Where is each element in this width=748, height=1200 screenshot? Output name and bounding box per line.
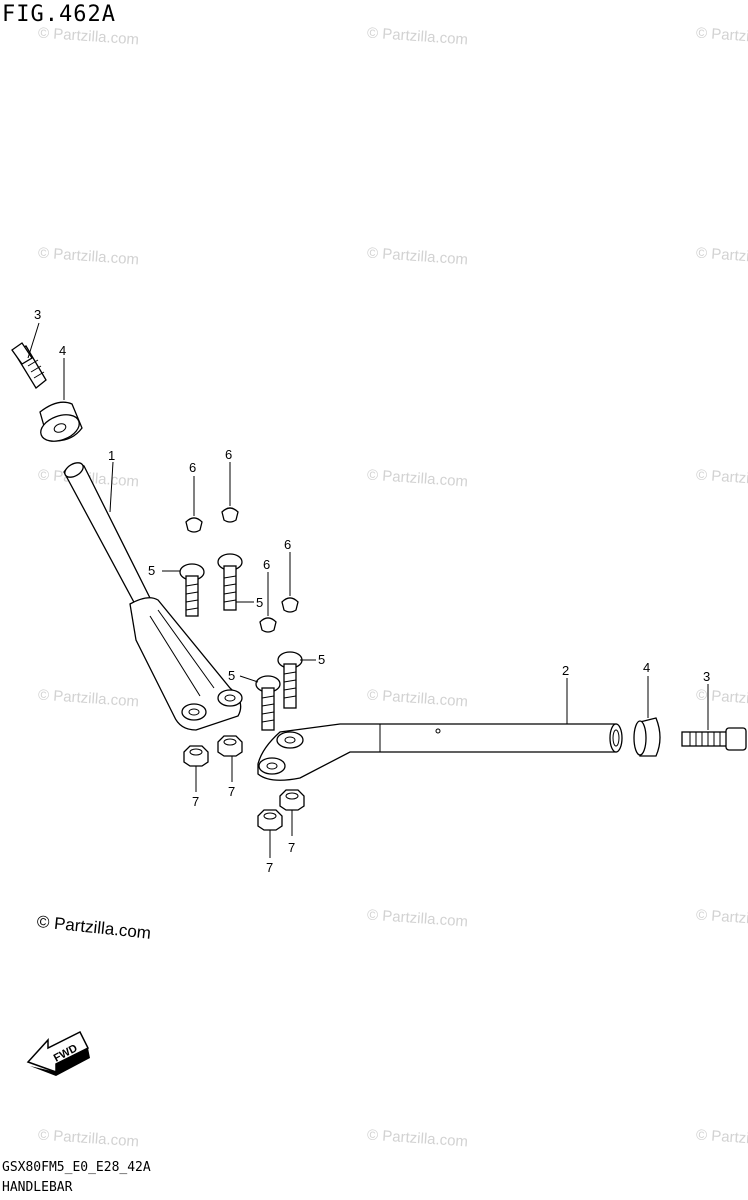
nut-part-7[interactable] [183,745,209,767]
callout-5: 5 [228,668,235,683]
balancer-weight-left-part-4[interactable] [37,401,83,446]
cap-part-6[interactable] [281,597,299,613]
callout-3: 3 [703,669,710,684]
bolt-part-5[interactable] [255,675,281,731]
callout-1: 1 [108,448,115,463]
nut-part-7[interactable] [217,735,243,757]
callout-5: 5 [256,595,263,610]
handlebar-left-part-1[interactable] [62,460,243,731]
figure-title: FIG.462A [2,2,116,27]
bolt-part-5[interactable] [179,563,205,617]
callout-7: 7 [192,794,199,809]
callout-7: 7 [228,784,235,799]
section-name: HANDLEBAR [2,1180,73,1195]
bolt-right-part-3[interactable] [681,727,747,751]
callout-5: 5 [148,563,155,578]
callout-3: 3 [34,307,41,322]
callout-2: 2 [562,663,569,678]
leader-line [27,322,40,359]
nut-part-7[interactable] [279,789,305,811]
callout-6: 6 [284,537,291,552]
forward-direction-arrow-icon: FWD [26,1030,90,1076]
callout-6: 6 [189,460,196,475]
bolt-part-5[interactable] [277,651,303,709]
cap-part-6[interactable] [259,617,277,633]
callout-4: 4 [59,343,66,358]
balancer-weight-right-part-4[interactable] [633,717,661,757]
cap-part-6[interactable] [221,507,239,523]
leader-line [239,675,259,683]
callout-7: 7 [266,860,273,875]
callout-6: 6 [225,447,232,462]
callout-7: 7 [288,840,295,855]
leader-line [109,461,114,513]
cap-part-6[interactable] [185,517,203,533]
callout-6: 6 [263,557,270,572]
bolt-part-5[interactable] [217,553,243,611]
model-code: GSX80FM5_E0_E28_42A [2,1160,151,1175]
callout-4: 4 [643,660,650,675]
bolt-left-part-3[interactable] [11,342,47,389]
handlebar-right-part-2[interactable] [257,723,623,781]
callout-5: 5 [318,652,325,667]
nut-part-7[interactable] [257,809,283,831]
